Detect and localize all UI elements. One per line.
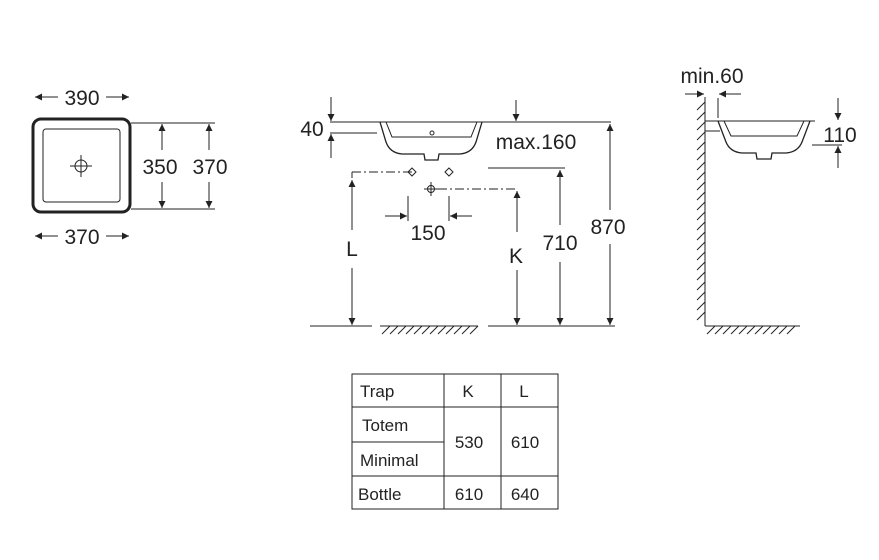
table-header-l: L bbox=[519, 382, 528, 401]
front-view: 40 max.160 150 L K 710 bbox=[300, 97, 626, 335]
waste-connection-symbols bbox=[407, 167, 454, 196]
floor-line bbox=[310, 325, 615, 335]
table-row-minimal: Minimal bbox=[360, 451, 419, 470]
table-cell-k-merged: 530 bbox=[455, 433, 483, 452]
table-cell-l-bottle: 640 bbox=[511, 485, 539, 504]
drain-symbol bbox=[70, 155, 92, 177]
table-row-totem: Totem bbox=[362, 416, 408, 435]
dim-K: K bbox=[509, 245, 523, 268]
dim-150: 150 bbox=[410, 222, 445, 245]
table-cell-k-bottle: 610 bbox=[455, 485, 483, 504]
side-view: min.60 110 bbox=[680, 65, 857, 335]
dim-710: 710 bbox=[542, 232, 577, 255]
basin-side-profile bbox=[717, 120, 811, 160]
dim-870: 870 bbox=[590, 216, 625, 239]
trap-table: Trap K L Totem Minimal Bottle 530 610 61… bbox=[351, 373, 559, 510]
basin-front-profile bbox=[379, 121, 483, 161]
dim-370-width: 370 bbox=[64, 226, 99, 249]
top-view: 390 370 350 370 bbox=[31, 87, 228, 249]
table-cell-l-merged: 610 bbox=[511, 433, 539, 452]
dim-L: L bbox=[346, 238, 358, 261]
dim-max-160: max.160 bbox=[496, 131, 577, 154]
table-header-trap: Trap bbox=[360, 382, 394, 401]
dim-min-60: min.60 bbox=[680, 65, 743, 88]
table-header-k: K bbox=[462, 382, 474, 401]
basin-inner-outline bbox=[42, 128, 121, 203]
basin-outer-outline bbox=[31, 117, 132, 214]
dim-110: 110 bbox=[823, 124, 856, 147]
dim-370-depth: 370 bbox=[192, 156, 227, 179]
dim-40: 40 bbox=[300, 118, 323, 141]
dim-390: 390 bbox=[64, 87, 99, 110]
table-row-bottle: Bottle bbox=[358, 485, 401, 504]
dim-350: 350 bbox=[142, 156, 177, 179]
